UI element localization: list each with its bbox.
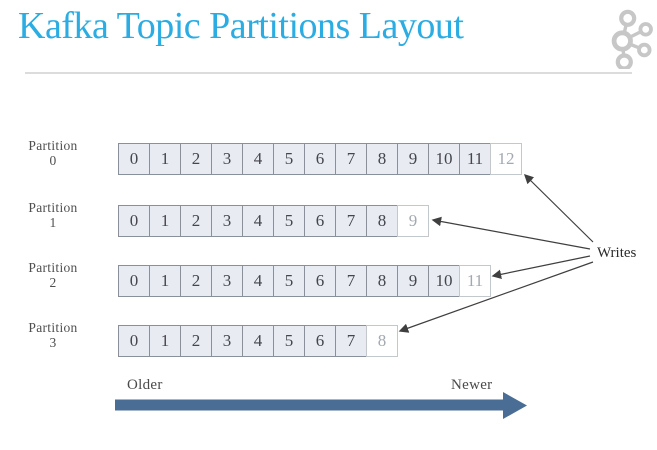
log-cell: 1 [149,205,181,237]
log-cell: 3 [211,325,243,357]
log-cell: 5 [273,265,305,297]
log-cell: 0 [118,265,150,297]
title-divider [25,72,632,74]
log-cell: 2 [180,143,212,175]
log-cell: 8 [366,265,398,297]
log-cell: 5 [273,325,305,357]
write-arrow-p1 [431,216,591,250]
writes-label: Writes [597,245,637,261]
log-cell: 0 [118,143,150,175]
log-cell: 6 [304,205,336,237]
timeline-arrow [115,392,527,419]
log-cell: 0 [118,325,150,357]
next-offset-cell: 11 [459,265,491,297]
log-cell: 10 [428,143,460,175]
log-cell: 8 [366,143,398,175]
log-cell: 7 [335,325,367,357]
log-cell: 8 [366,205,398,237]
log-cell: 1 [149,325,181,357]
log-cell: 5 [273,143,305,175]
log-cell: 2 [180,205,212,237]
log-cell: 10 [428,265,460,297]
next-offset-cell: 9 [397,205,429,237]
log-cell: 1 [149,265,181,297]
log-cell: 0 [118,205,150,237]
older-label: Older [127,377,163,393]
log-cell: 7 [335,143,367,175]
log-cell: 2 [180,325,212,357]
log-cell: 4 [242,205,274,237]
log-cell: 4 [242,325,274,357]
log-cell: 2 [180,265,212,297]
log-cell: 9 [397,143,429,175]
log-cell: 11 [459,143,491,175]
log-cell: 4 [242,265,274,297]
write-arrow-p2 [491,255,591,280]
log-cell: 4 [242,143,274,175]
kafka-logo-icon [611,9,653,69]
log-cell: 7 [335,265,367,297]
slide-title: Kafka Topic Partitions Layout [18,5,464,47]
newer-label: Newer [451,377,493,393]
log-cell: 6 [304,265,336,297]
write-arrow-p0 [523,173,594,243]
log-cell: 6 [304,143,336,175]
log-cell: 3 [211,143,243,175]
next-offset-cell: 8 [366,325,398,357]
log-cell: 1 [149,143,181,175]
log-cell: 5 [273,205,305,237]
log-cell: 9 [397,265,429,297]
log-cell: 7 [335,205,367,237]
log-cell: 3 [211,265,243,297]
log-cell: 6 [304,325,336,357]
next-offset-cell: 12 [490,143,522,175]
log-cell: 3 [211,205,243,237]
